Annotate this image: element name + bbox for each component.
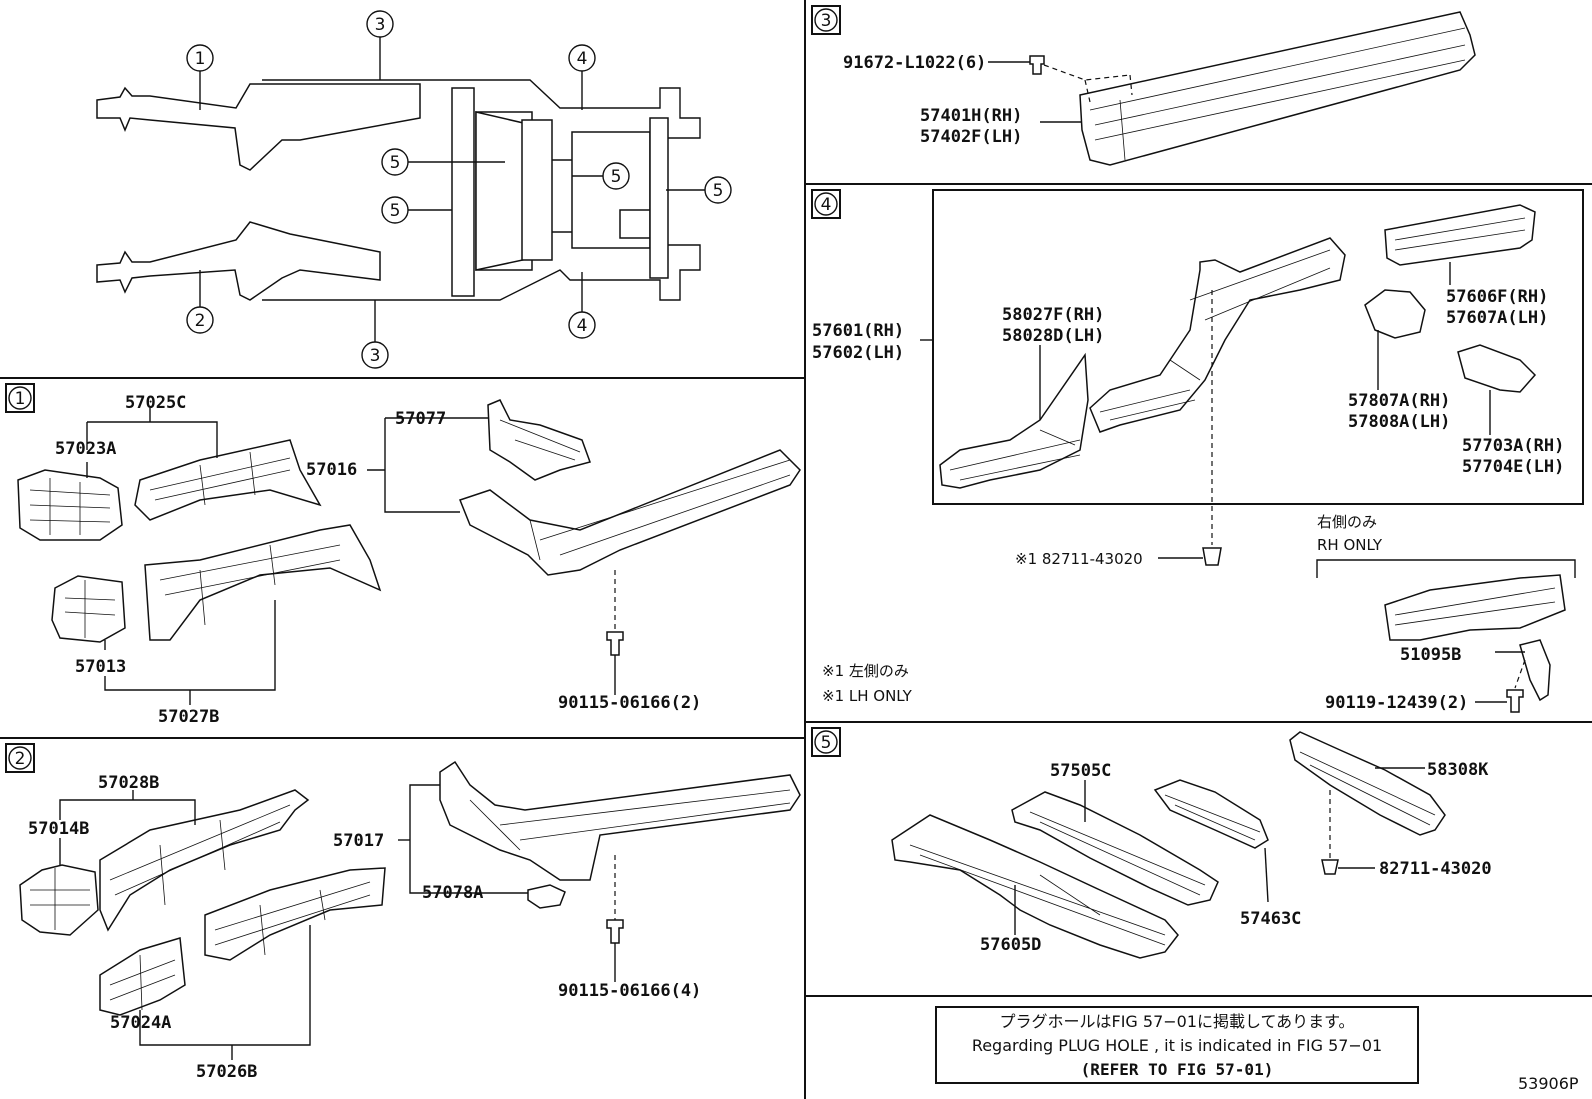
part-57807A — [1364, 289, 1426, 339]
bolt-icon — [606, 919, 624, 944]
part-57401H — [1079, 11, 1476, 166]
part-57028B — [99, 789, 310, 932]
svg-text:1: 1 — [195, 49, 206, 69]
svg-text:2: 2 — [195, 311, 206, 331]
part-57463C — [1153, 779, 1269, 849]
part-57026B — [204, 867, 386, 961]
svg-text:4: 4 — [577, 316, 588, 336]
section-5: 5 57505C 58308K 82711-43020 57463C 57605… — [811, 727, 1492, 959]
label-57703A: 57703A(RH) — [1462, 436, 1564, 456]
label-57014B: 57014B — [28, 819, 89, 839]
label-57505C: 57505C — [1050, 761, 1111, 781]
label-57704E: 57704E(LH) — [1462, 457, 1564, 477]
part-57024A — [99, 937, 186, 1016]
label-bolt-2: 90115-06166(4) — [558, 981, 701, 1001]
part-58027F — [939, 352, 1089, 489]
svg-text:4: 4 — [821, 195, 832, 215]
label-57013: 57013 — [75, 657, 126, 677]
label-57027B: 57027B — [158, 707, 219, 727]
svg-text:4: 4 — [577, 49, 588, 69]
label-57016: 57016 — [306, 460, 357, 480]
note-jp: プラグホールはFIG 57−01に掲載してあります。 — [999, 1012, 1355, 1031]
clip-icon — [1202, 547, 1222, 566]
clip-icon — [1321, 859, 1339, 875]
label-note1-en: ※1 LH ONLY — [822, 687, 913, 705]
label-57602: 57602(LH) — [812, 343, 904, 363]
svg-text:5: 5 — [713, 181, 724, 201]
label-bolt-3: 91672-L1022(6) — [843, 53, 986, 73]
part-57078A — [527, 884, 566, 909]
svg-text:2: 2 — [15, 749, 26, 769]
bolt-icon — [1506, 689, 1524, 713]
part-57025C — [134, 439, 322, 521]
note-ref: (REFER TO FIG 57-01) — [1080, 1060, 1274, 1079]
part-57016 — [459, 449, 801, 576]
part-57505C — [1011, 791, 1219, 906]
part-57605D — [891, 814, 1179, 959]
label-57017: 57017 — [333, 831, 384, 851]
part-57606F — [1384, 204, 1536, 266]
label-57401H: 57401H(RH) — [920, 106, 1022, 126]
svg-text:5: 5 — [611, 167, 622, 187]
section-2: 2 57028B 57014B 57017 57078A 57024A 5702… — [5, 743, 801, 1082]
svg-text:5: 5 — [390, 153, 401, 173]
part-57017 — [439, 760, 801, 881]
overview-diagram — [96, 79, 701, 301]
section-1: 1 57025C 57023A 57016 5707 — [5, 383, 801, 727]
label-57078A: 57078A — [422, 883, 483, 903]
bolt-icon — [606, 631, 624, 656]
part-rh-only-member — [1384, 574, 1566, 641]
section-4: 4 57601(RH) 57602(LH) 58 — [811, 189, 1576, 713]
label-51095B: 51095B — [1400, 645, 1461, 665]
label-57023A: 57023A — [55, 439, 116, 459]
label-rh-only-jp: 右側のみ — [1317, 513, 1377, 531]
figure-number: 53906P — [1518, 1074, 1579, 1093]
section-3: 3 91672-L1022(6) 57401H(RH) 57402F(LH) — [811, 5, 1476, 166]
label-57605D: 57605D — [980, 935, 1041, 955]
label-57808A: 57808A(LH) — [1348, 412, 1450, 432]
label-57026B: 57026B — [196, 1062, 257, 1082]
part-51095B — [1519, 639, 1551, 702]
svg-text:5: 5 — [390, 201, 401, 221]
part-57013 — [51, 575, 126, 643]
label-57024A: 57024A — [110, 1013, 171, 1033]
svg-text:1: 1 — [15, 389, 26, 409]
label-bolt-1: 90115-06166(2) — [558, 693, 701, 713]
label-57025C: 57025C — [125, 393, 186, 413]
label-bolt-4: 90119-12439(2) — [1325, 693, 1468, 713]
label-57606F: 57606F(RH) — [1446, 287, 1548, 307]
label-58028D: 58028D(LH) — [1002, 326, 1104, 346]
label-clip-4: ※1 82711-43020 — [1015, 550, 1143, 568]
label-rh-only: RH ONLY — [1317, 536, 1383, 554]
part-57601 — [1089, 237, 1346, 433]
svg-text:5: 5 — [821, 733, 832, 753]
part-57077 — [487, 399, 591, 481]
svg-text:3: 3 — [370, 346, 381, 366]
note-en: Regarding PLUG HOLE , it is indicated in… — [971, 1036, 1383, 1055]
label-58308K: 58308K — [1427, 760, 1489, 780]
label-57028B: 57028B — [98, 773, 159, 793]
label-57601: 57601(RH) — [812, 321, 904, 341]
bolt-icon — [1029, 55, 1045, 75]
svg-text:3: 3 — [821, 11, 832, 31]
part-57014B — [19, 864, 99, 936]
label-note1-jp: ※1 左側のみ — [822, 662, 909, 680]
part-57703A — [1457, 344, 1537, 393]
label-57607A: 57607A(LH) — [1446, 308, 1548, 328]
label-58027F: 58027F(RH) — [1002, 305, 1104, 325]
overview-callouts: 1 2 3 3 4 4 5 5 5 5 — [186, 10, 732, 369]
label-57807A: 57807A(RH) — [1348, 391, 1450, 411]
part-57023A — [17, 469, 123, 541]
label-57077: 57077 — [395, 409, 446, 429]
label-57463C: 57463C — [1240, 909, 1301, 929]
label-clip-5: 82711-43020 — [1379, 859, 1492, 879]
part-57027B — [144, 524, 382, 641]
svg-text:3: 3 — [375, 15, 386, 35]
label-57402F: 57402F(LH) — [920, 127, 1022, 147]
plug-hole-note: プラグホールはFIG 57−01に掲載してあります。 Regarding PLU… — [935, 1006, 1419, 1084]
